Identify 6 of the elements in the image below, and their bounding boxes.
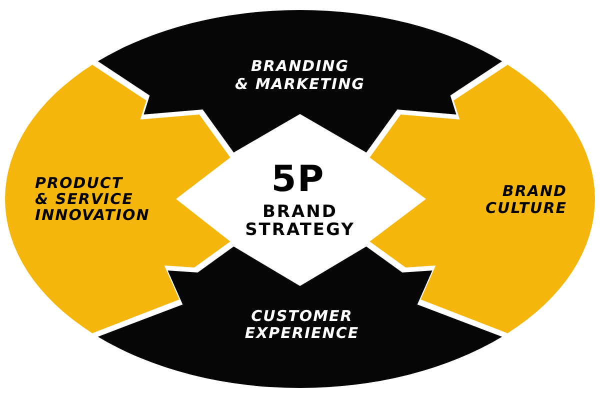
center-heading: 5P xyxy=(271,160,325,200)
segment-label: CUSTOMER EXPERIENCE xyxy=(244,308,360,342)
center-label: BRAND STRATEGY xyxy=(245,203,355,239)
segment-label: BRAND CULTURE xyxy=(486,183,567,217)
segment-label: BRANDING & MARKETING xyxy=(235,57,365,93)
segment-label: PRODUCT & SERVICE INNOVATION xyxy=(35,175,150,223)
